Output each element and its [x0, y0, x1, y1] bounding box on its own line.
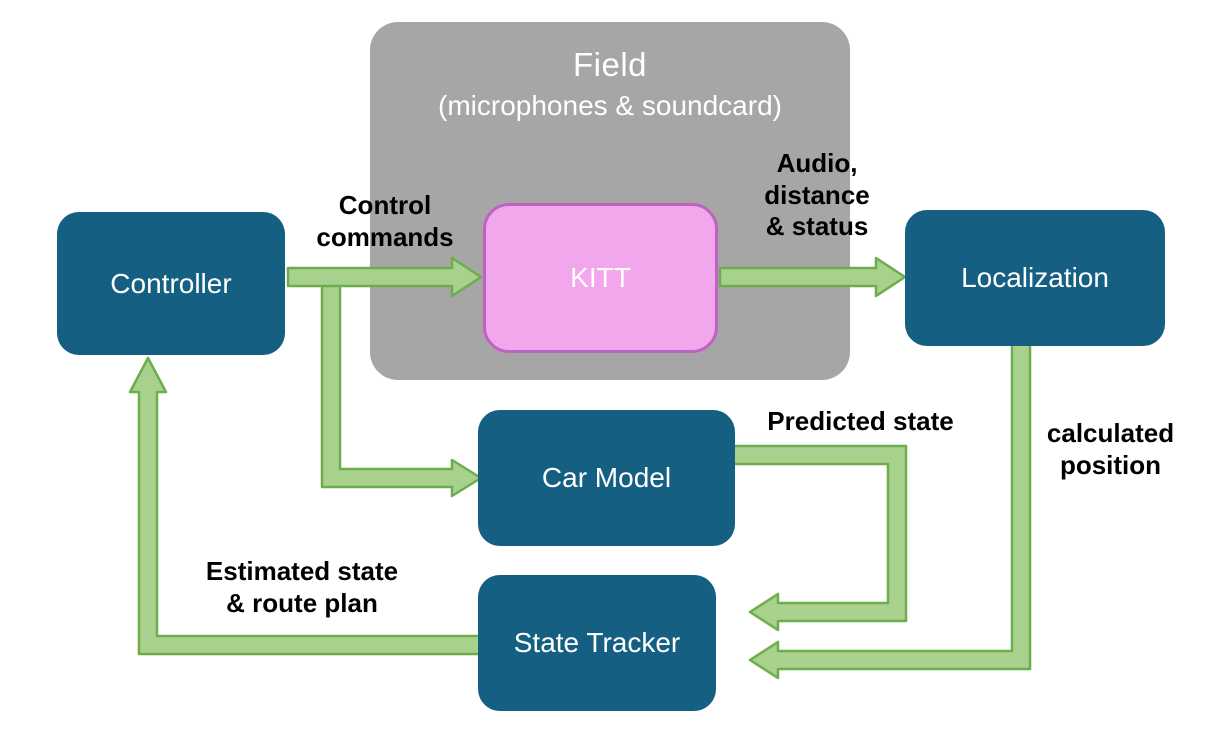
arrow-state-tracker-to-controller	[128, 356, 482, 656]
edge-label-line: & route plan	[226, 587, 378, 618]
node-controller-label: Controller	[110, 267, 232, 299]
node-kitt: KITT	[483, 203, 718, 353]
edge-label-audio-distance-status: Audio, distance & status	[742, 148, 892, 243]
node-car-model-label: Car Model	[541, 462, 672, 493]
edge-label-calculated-position: calculated position	[1038, 418, 1183, 481]
node-car-model: Car Model	[478, 410, 735, 546]
edge-label-estimated-state: Estimated state & route plan	[193, 556, 411, 619]
edge-label-line: distance	[764, 179, 870, 210]
node-controller: Controller	[57, 212, 285, 355]
arrow-localization-to-state-tracker	[748, 341, 1032, 680]
arrow-car-model-to-state-tracker	[731, 444, 908, 632]
node-state-tracker-label: State Tracker	[513, 627, 681, 658]
edge-label-line: Control	[338, 190, 432, 220]
edge-label-predicted-state: Predicted state	[758, 406, 963, 438]
node-localization-label: Localization	[961, 262, 1109, 293]
edge-label-control-commands: Control commands	[295, 190, 475, 253]
field-title: Field	[572, 46, 648, 83]
edge-label-line: Predicted state	[767, 406, 954, 436]
edge-label-line: & status	[765, 211, 869, 242]
edge-label-line: Audio,	[776, 148, 858, 178]
arrow-controller-to-kitt	[286, 256, 483, 298]
edge-label-line: position	[1059, 449, 1162, 480]
arrow-kitt-to-localization	[718, 256, 907, 298]
edge-label-line: commands	[316, 221, 454, 252]
edge-label-line: calculated	[1046, 418, 1175, 448]
edge-label-line: Estimated state	[205, 556, 399, 586]
node-state-tracker: State Tracker	[478, 575, 716, 711]
node-localization: Localization	[905, 210, 1165, 346]
node-kitt-label: KITT	[570, 262, 631, 293]
field-subtitle: (microphones & soundcard)	[438, 90, 782, 121]
arrow-controller-to-car-model	[320, 270, 483, 498]
